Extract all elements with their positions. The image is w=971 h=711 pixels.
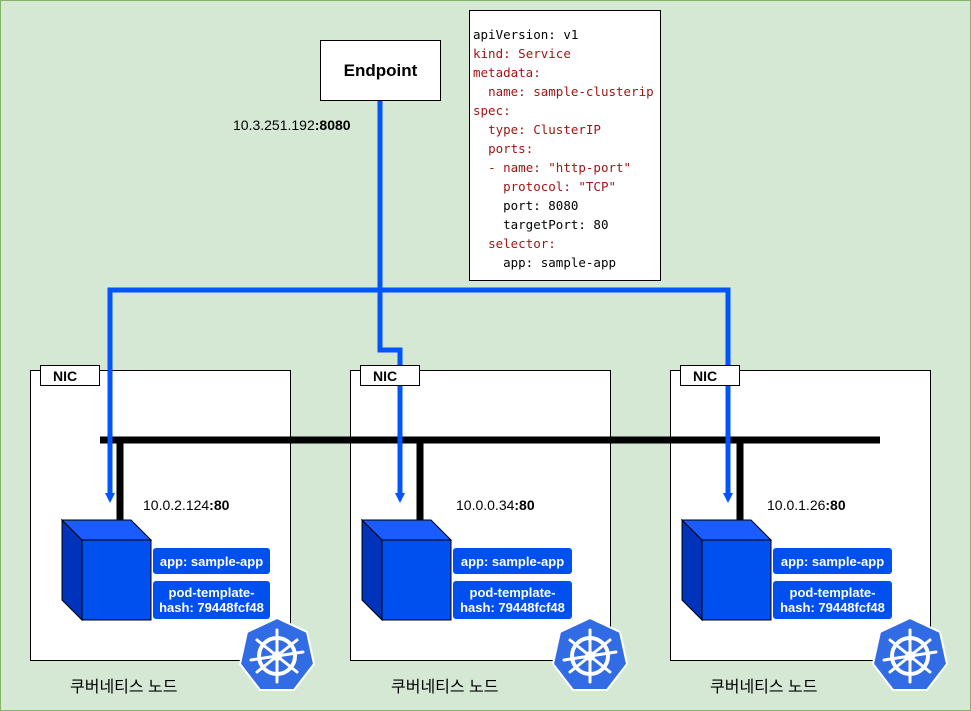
pod-hash-label-2: pod-template-hash: 79448fcf48 <box>452 580 573 620</box>
yaml-value: ClusterIP <box>525 122 601 137</box>
yaml-line: ports: <box>473 139 660 158</box>
endpoint-box: Endpoint <box>320 40 441 101</box>
route-to-pod-2 <box>377 290 405 503</box>
nic-label-3: NIC <box>680 365 740 386</box>
yaml-line: app: sample-app <box>473 253 660 272</box>
yaml-value: 8080 <box>540 198 579 213</box>
route-to-pod-3 <box>380 287 733 503</box>
route-to-pod-1 <box>105 101 383 503</box>
yaml-key: - name: <box>488 160 541 175</box>
pod-cube-icon-1 <box>60 518 153 622</box>
yaml-value: sample-app <box>533 255 617 270</box>
yaml-key: kind: <box>473 46 511 61</box>
pod-app-label-1: app: sample-app <box>152 547 271 575</box>
yaml-line: protocol: "TCP" <box>473 177 660 196</box>
kubernetes-helm-icon-3 <box>871 616 949 691</box>
pod-ip-1: 10.0.2.124:80 <box>143 497 230 513</box>
pod-app-label-3: app: sample-app <box>772 547 893 575</box>
yaml-line: metadata: <box>473 63 660 82</box>
yaml-key: targetPort: <box>503 217 586 232</box>
pod-cube-icon-3 <box>680 518 773 622</box>
yaml-key: app: <box>503 255 534 270</box>
yaml-line: name: sample-clusterip <box>473 82 660 101</box>
yaml-line: selector: <box>473 234 660 253</box>
pod-hash-label-1: pod-template-hash: 79448fcf48 <box>152 580 271 620</box>
yaml-line: - name: "http-port" <box>473 158 660 177</box>
node-caption-3: 쿠버네티스 노드 <box>710 679 818 696</box>
yaml-key: apiVersion: <box>473 27 556 42</box>
yaml-value: Service <box>510 46 571 61</box>
kubernetes-helm-icon-2 <box>551 616 629 691</box>
pod-hash-label-3: pod-template-hash: 79448fcf48 <box>772 580 893 620</box>
yaml-value: 80 <box>585 217 609 232</box>
yaml-line: kind: Service <box>473 44 660 63</box>
yaml-key: selector: <box>488 236 556 251</box>
pod-cube-icon-2 <box>360 518 453 622</box>
pod-ip-2: 10.0.0.34:80 <box>456 497 535 513</box>
yaml-value: "http-port" <box>540 160 632 175</box>
node-caption-1: 쿠버네티스 노드 <box>70 679 178 696</box>
pod-app-label-2: app: sample-app <box>452 547 573 575</box>
yaml-value: "TCP" <box>570 179 616 194</box>
yaml-line: type: ClusterIP <box>473 120 660 139</box>
yaml-key: spec: <box>473 103 511 118</box>
yaml-line: port: 8080 <box>473 196 660 215</box>
node-caption-2: 쿠버네티스 노드 <box>391 679 499 696</box>
yaml-line: apiVersion: v1 <box>473 25 660 44</box>
yaml-key: name: <box>488 84 526 99</box>
pod-ip-3: 10.0.1.26:80 <box>767 497 846 513</box>
yaml-value: sample-clusterip <box>525 84 654 99</box>
yaml-key: port: <box>503 198 541 213</box>
nic-label-2: NIC <box>360 365 420 386</box>
yaml-line: targetPort: 80 <box>473 215 660 234</box>
yaml-value: v1 <box>555 27 579 42</box>
yaml-key: ports: <box>488 141 534 156</box>
yaml-key: protocol: <box>503 179 571 194</box>
yaml-line: spec: <box>473 101 660 120</box>
yaml-key: type: <box>488 122 526 137</box>
endpoint-address: 10.3.251.192:8080 <box>233 117 351 133</box>
kubernetes-helm-icon-1 <box>238 616 316 691</box>
nic-label-1: NIC <box>40 365 100 386</box>
endpoint-label: Endpoint <box>343 60 418 80</box>
yaml-key: metadata: <box>473 65 541 80</box>
